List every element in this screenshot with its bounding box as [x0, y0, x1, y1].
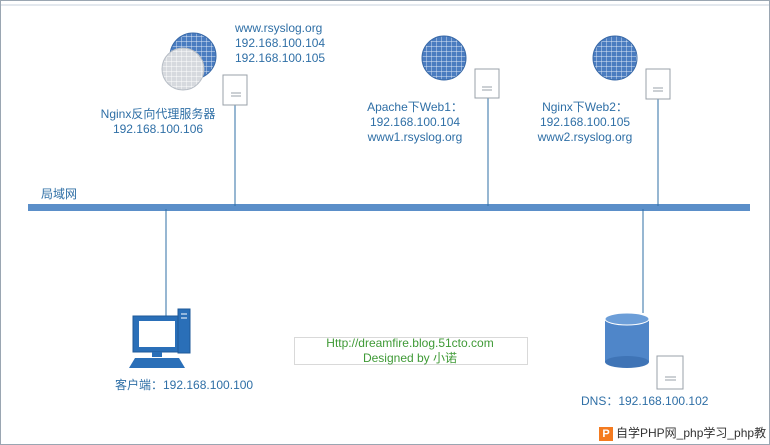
client-computer-icon [129, 308, 191, 368]
server-tower-icon [656, 355, 684, 390]
proxy-server-icon [161, 32, 248, 106]
web1-server-icon [421, 35, 500, 99]
credit-box [294, 337, 528, 365]
pc-tower-icon [177, 308, 191, 354]
lan-bus [28, 204, 750, 211]
globe-icon [161, 47, 205, 91]
web1-domain: www1.rsyslog.org [367, 130, 463, 144]
proxy-title: Nginx反向代理服务器 [100, 107, 216, 121]
web2-ip: 192.168.100.105 [539, 115, 631, 129]
server-tower-icon [474, 68, 500, 99]
web2-domain: www2.rsyslog.org [537, 130, 633, 144]
database-icon [604, 312, 650, 368]
proxy-vip2: 192.168.100.105 [235, 51, 326, 65]
dns-label: DNS：192.168.100.102 [581, 394, 709, 408]
globe-icon [421, 35, 467, 81]
client-label: 客户端：192.168.100.100 [115, 378, 254, 392]
web1-label-block: Apache下Web1： 192.168.100.104 www1.rsyslo… [357, 100, 473, 145]
dns-server-icon [604, 312, 684, 390]
proxy-ip: 192.168.100.106 [112, 122, 204, 136]
server-tower-icon [645, 68, 671, 100]
web1-title: Apache下Web1： [367, 100, 463, 114]
web2-title: Nginx下Web2： [542, 100, 628, 114]
server-tower-icon [222, 74, 248, 106]
proxy-vip-block: www.rsyslog.org 192.168.100.104 192.168.… [235, 21, 335, 66]
web2-label-block: Nginx下Web2： 192.168.100.105 www2.rsyslog… [531, 100, 639, 145]
web2-server-icon [592, 35, 671, 100]
credit-designer: Designed by 小诺 [362, 351, 458, 365]
lan-label: 局域网 [41, 187, 78, 201]
credit-text: Http://dreamfire.blog.51cto.com Designed… [294, 336, 526, 366]
proxy-label-block: Nginx反向代理服务器 192.168.100.106 [85, 107, 231, 137]
proxy-vip1: 192.168.100.104 [235, 36, 326, 50]
credit-url: Http://dreamfire.blog.51cto.com [326, 336, 494, 350]
globe-icon [592, 35, 638, 81]
proxy-domain: www.rsyslog.org [235, 21, 323, 35]
web1-ip: 192.168.100.104 [369, 115, 461, 129]
screen [139, 321, 175, 347]
keyboard-icon [129, 358, 185, 368]
php-logo-icon: P [599, 426, 613, 441]
watermark-text: 自学PHP网_php学习_php教 [616, 426, 767, 440]
